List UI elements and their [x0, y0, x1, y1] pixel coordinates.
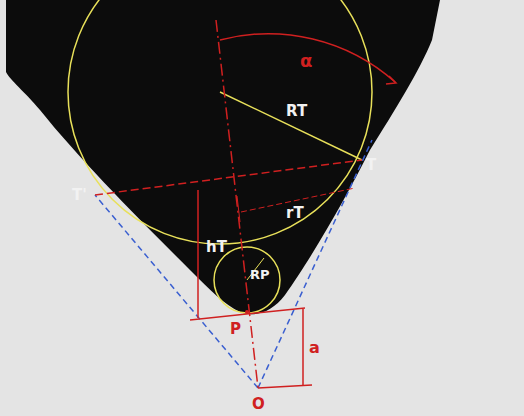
- radius-line: [220, 92, 362, 160]
- point-label: rT: [286, 206, 304, 221]
- point-label: hT: [206, 240, 227, 255]
- small-circle: [214, 247, 280, 313]
- point-label: P: [230, 322, 241, 337]
- point: [245, 310, 249, 314]
- large-circle: [68, 0, 372, 244]
- point-label: a: [309, 340, 320, 356]
- dimension-tick: [237, 196, 240, 222]
- tangent-line: [258, 140, 372, 388]
- axis-line: [216, 20, 258, 388]
- tangent-line: [95, 195, 258, 388]
- point-label: α: [300, 52, 312, 70]
- point-label: RP: [250, 268, 270, 281]
- dimension-line: [258, 385, 312, 388]
- point-label: T': [72, 188, 87, 203]
- angle-arc: [220, 34, 395, 82]
- point-label: O: [252, 397, 265, 412]
- point-label: T: [366, 158, 376, 173]
- dimension-line: [302, 309, 304, 385]
- arrowhead: [386, 76, 396, 84]
- dimension-line: [197, 190, 199, 318]
- point-label: RT: [286, 104, 307, 119]
- base-line: [190, 308, 305, 320]
- chord-line: [95, 160, 362, 195]
- tip-silhouette: [6, 0, 440, 314]
